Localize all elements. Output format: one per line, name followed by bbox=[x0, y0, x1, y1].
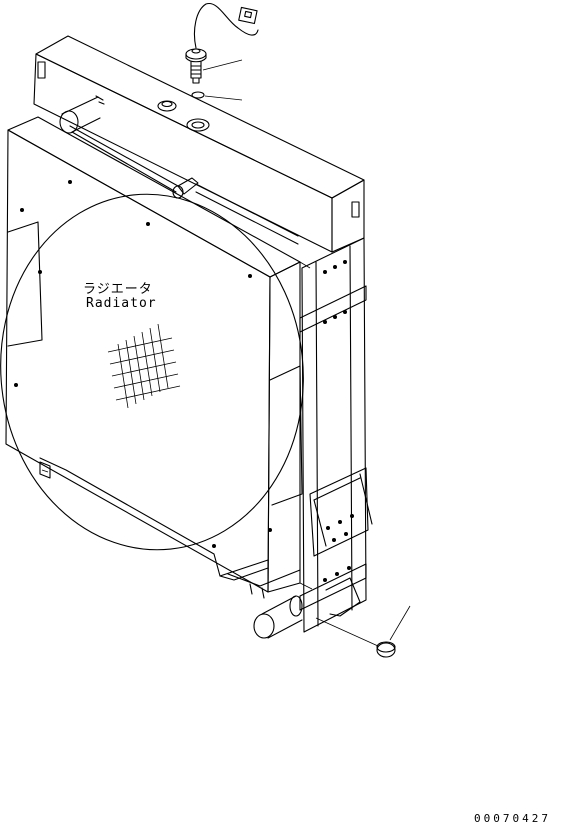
top-tank bbox=[33, 35, 365, 253]
label-radiator-en: Radiator bbox=[86, 296, 157, 311]
inlet-pipe bbox=[59, 95, 105, 134]
radiator-core bbox=[5, 116, 313, 593]
fan-shroud bbox=[0, 193, 304, 593]
label-radiator-jp: ラジエータ bbox=[83, 282, 153, 297]
drawing-code: 00070427 bbox=[474, 812, 551, 825]
drain-cock bbox=[39, 461, 51, 479]
o-ring bbox=[191, 91, 243, 101]
outlet-pipe bbox=[253, 577, 361, 639]
drain-cap bbox=[315, 605, 411, 658]
mounting-bracket bbox=[309, 467, 373, 557]
temperature-sensor bbox=[185, 48, 243, 84]
sensor-harness bbox=[193, 3, 259, 49]
bolt-holes bbox=[14, 180, 272, 548]
bottom-tank bbox=[227, 569, 301, 599]
side-plate bbox=[299, 237, 367, 633]
sensor-port bbox=[186, 118, 210, 132]
core-grid-pattern bbox=[107, 323, 181, 409]
overflow-tube bbox=[69, 125, 299, 245]
